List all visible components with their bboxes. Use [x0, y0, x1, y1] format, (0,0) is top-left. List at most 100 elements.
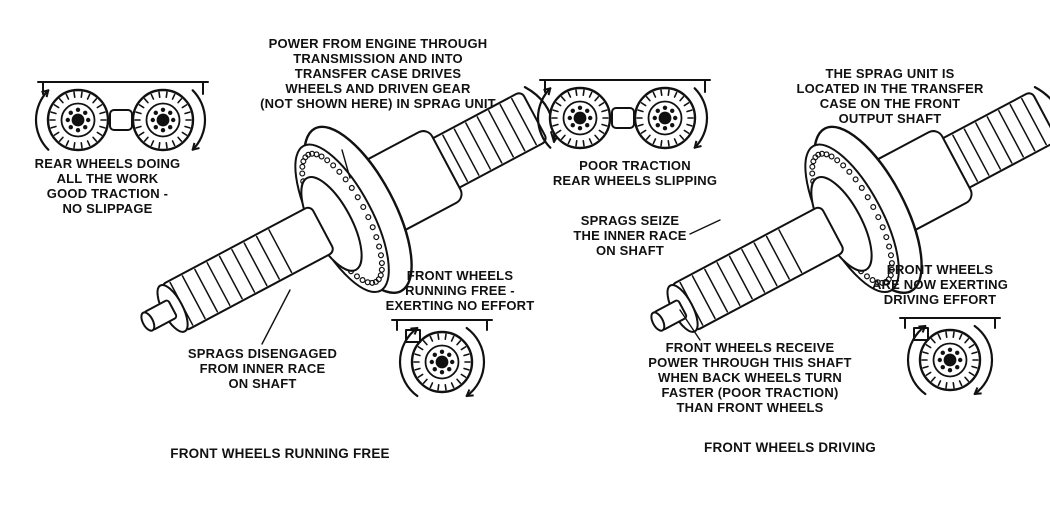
frame-rail [37, 81, 209, 95]
tread [640, 102, 647, 107]
right-location-label: THE SPRAG UNIT IS LOCATED IN THE TRANSFE… [796, 66, 984, 126]
right-front-wheels-label: FRONT WHEELS ARE NOW EXERTING DRIVING EF… [871, 262, 1009, 307]
tread [679, 134, 685, 140]
lug [947, 368, 953, 373]
spline-groove [975, 122, 1002, 170]
hub [71, 113, 85, 127]
sprag-element [887, 252, 894, 259]
right-caption: FRONT WHEELS DRIVING [704, 440, 876, 455]
right-sprags-label: SPRAGS SEIZE THE INNER RACE ON SHAFT [573, 213, 687, 258]
left-rear-axle [37, 81, 209, 152]
tread [679, 96, 685, 102]
tread [165, 141, 168, 149]
rim [932, 342, 968, 378]
lug [83, 125, 88, 130]
right-sprags-leader [689, 219, 721, 235]
spline-groove [442, 134, 469, 182]
spline-groove [778, 229, 803, 274]
tread [158, 141, 161, 149]
hub [943, 353, 957, 367]
sprag-element [342, 176, 349, 183]
tread [135, 111, 142, 115]
sprag-element [809, 170, 816, 177]
sprag-element [376, 243, 383, 250]
spline-groove [243, 242, 268, 287]
tread [73, 91, 76, 99]
tread [165, 91, 168, 99]
right-front-axle-arrow-left [906, 324, 927, 396]
rim [647, 100, 683, 136]
spline-groove [255, 235, 280, 280]
spline-groove [453, 128, 480, 176]
tread [177, 98, 183, 104]
tread [463, 367, 470, 371]
tread [53, 131, 60, 136]
spline-groove [511, 97, 537, 146]
left-sprags-label: SPRAGS DISENGAGED FROM INNER RACE ON SHA… [187, 346, 338, 391]
sprag-element [364, 279, 371, 286]
tread [971, 351, 978, 355]
lug [75, 128, 81, 133]
frame-rail [391, 319, 493, 331]
left-sprag-unit [140, 86, 561, 333]
lug [955, 365, 960, 370]
left-front-wheels-label: FRONT WHEELS RUNNING FREE - EXERTING NO … [385, 268, 535, 313]
right-sprag-unit [650, 86, 1050, 333]
lug [937, 357, 942, 363]
tread [673, 138, 678, 145]
hub [156, 113, 170, 127]
sprag-element [336, 168, 343, 175]
lug [585, 123, 590, 128]
lug [68, 110, 73, 115]
tread [922, 365, 929, 369]
tread [683, 129, 690, 134]
spline-groove [728, 255, 753, 300]
spline-groove [181, 275, 206, 320]
tread [444, 333, 447, 341]
right-front-axle-arrow-right-head [973, 387, 982, 395]
sprag-element [875, 214, 882, 221]
sprag-element [888, 260, 895, 267]
sprag-element [378, 260, 385, 267]
tread [683, 102, 690, 107]
spline-groove [476, 116, 503, 164]
lug [570, 123, 575, 128]
tread [925, 371, 932, 376]
tread [460, 346, 467, 351]
sprag-element [369, 224, 376, 231]
tread [58, 98, 64, 104]
left-power-label: POWER FROM ENGINE THROUGH TRANSMISSION A… [260, 36, 496, 111]
spline-groove [1021, 97, 1047, 146]
lug [65, 117, 71, 123]
lug [673, 115, 678, 121]
tread [937, 380, 942, 387]
tread [968, 344, 975, 349]
tread [184, 125, 191, 129]
tread [80, 141, 83, 149]
sprag-element [299, 163, 306, 170]
tread [582, 139, 585, 147]
tread [86, 93, 91, 100]
spline-groove [998, 110, 1024, 158]
tread [667, 89, 670, 97]
tread [135, 125, 142, 129]
spline-groove [716, 262, 741, 306]
tread [437, 383, 440, 391]
tread [594, 96, 600, 102]
spline-groove [499, 103, 526, 152]
tread [958, 380, 963, 387]
tread [660, 89, 663, 97]
tread [952, 331, 955, 339]
spline-groove [691, 275, 716, 320]
tread [925, 344, 932, 349]
sprag-element [823, 151, 830, 158]
sprag-element [883, 234, 890, 241]
tread [652, 138, 657, 145]
tread [971, 365, 978, 369]
sprag-element [863, 273, 870, 280]
left-sprags-leader [261, 289, 291, 345]
rear-wheel-left [46, 88, 110, 152]
lug [652, 115, 657, 121]
sprag-element [378, 266, 385, 273]
